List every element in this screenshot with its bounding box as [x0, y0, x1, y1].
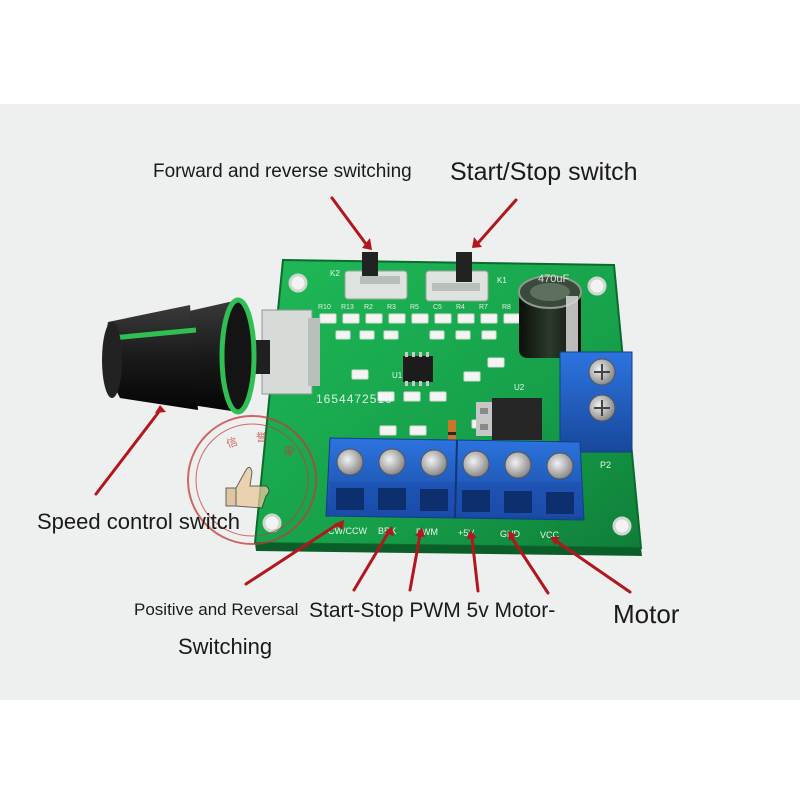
- svg-text:C5: C5: [433, 304, 442, 311]
- smd-components: [319, 313, 521, 436]
- svg-text:PWM: PWM: [416, 527, 438, 537]
- speed-control-knob: [102, 297, 257, 415]
- svg-text:保: 保: [281, 442, 297, 459]
- svg-text:R3: R3: [387, 304, 396, 311]
- switching-label: Switching: [178, 634, 273, 659]
- resistor-silkscreen-labels: R10 R13 R2 R3 R5 C5 R4 R7 R8: [318, 304, 511, 311]
- mounting-hole: [612, 516, 632, 536]
- svg-text:VCC: VCC: [540, 530, 560, 540]
- u2-regulator: [476, 398, 542, 440]
- start-stop-slide-switch: [425, 252, 489, 302]
- mounting-hole: [262, 513, 282, 533]
- pcb-edge: [255, 543, 642, 556]
- diode-band: [448, 432, 456, 435]
- forward-reverse-label: Forward and reverse switching: [153, 161, 412, 182]
- u2-label: U2: [514, 383, 525, 392]
- svg-text:R4: R4: [456, 304, 465, 311]
- svg-text:R10: R10: [318, 304, 331, 311]
- svg-text:CW/CCW: CW/CCW: [328, 526, 367, 536]
- svg-text:誉: 誉: [256, 430, 267, 444]
- mounting-hole: [288, 273, 308, 293]
- start-stop-switch-label: Start/Stop switch: [450, 158, 638, 186]
- speed-control-label: Speed control switch: [37, 509, 240, 534]
- diode: [448, 420, 456, 440]
- thumbs-up-icon: [225, 466, 270, 509]
- svg-text:R7: R7: [479, 304, 488, 311]
- pin-functions-label: Start-Stop PWM 5v Motor-: [309, 599, 556, 622]
- motor-label: Motor: [613, 599, 680, 629]
- svg-text:+5V: +5V: [458, 528, 474, 538]
- capacitor-rating-text: 470uF: [538, 273, 569, 285]
- p2-label: P2: [600, 460, 611, 470]
- terminal-screws: [336, 448, 574, 480]
- electrolytic-capacitor: 470uF: [518, 273, 582, 358]
- k2-label: K2: [330, 269, 340, 278]
- direction-slide-switch: [344, 252, 408, 300]
- u1-label: U1: [392, 371, 403, 380]
- shop-seal-stamp: 信 誉 保: [187, 415, 317, 545]
- signal-terminal-block: [325, 437, 585, 521]
- svg-text:R8: R8: [502, 304, 511, 311]
- p1-power-terminal: [559, 351, 633, 453]
- svg-text:R2: R2: [364, 304, 373, 311]
- u1-ic-chip: [403, 352, 433, 386]
- board-serial-text: 1654472510: [316, 392, 393, 406]
- k1-label: K1: [497, 276, 507, 285]
- mounting-hole: [587, 276, 607, 296]
- svg-text:R5: R5: [410, 304, 419, 311]
- svg-text:R13: R13: [341, 304, 354, 311]
- positive-reversal-label: Positive and Reversal: [134, 600, 299, 619]
- annotation-arrows: [94, 196, 632, 595]
- svg-text:信: 信: [225, 435, 240, 451]
